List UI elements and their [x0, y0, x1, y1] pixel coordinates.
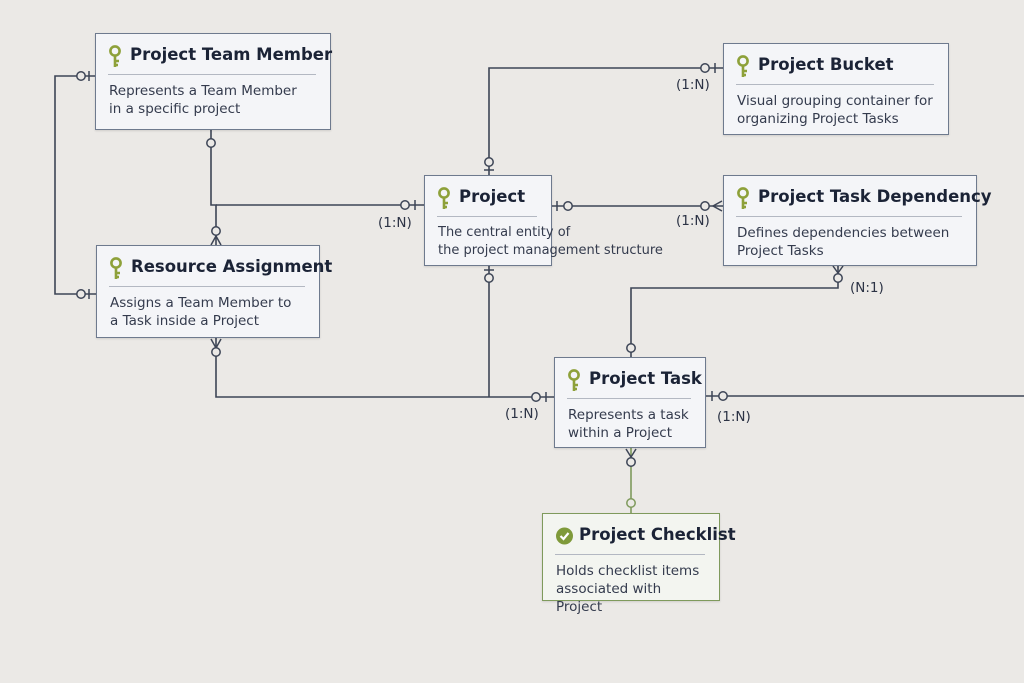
- link-dependency-task: [630, 266, 839, 358]
- link-team-member-resource: [210, 130, 217, 246]
- entity-description: Defines dependencies between Project Tas…: [737, 225, 950, 259]
- divider: [108, 74, 316, 75]
- entity-project-bucket[interactable]: Project Bucket Visual grouping container…: [723, 43, 949, 135]
- cardinality-task-right: (1:N): [717, 409, 751, 425]
- entity-project[interactable]: Project The central entity of the projec…: [424, 175, 663, 266]
- entity-description: Represents a task within a Project: [568, 407, 689, 441]
- cardinality-bucket: (1:N): [676, 77, 710, 93]
- entity-title: Project Task Dependency: [758, 187, 992, 206]
- cardinality-dependency-task: (N:1): [850, 280, 884, 296]
- key-icon: [737, 55, 749, 77]
- key-icon: [737, 187, 749, 209]
- divider: [437, 216, 537, 217]
- key-icon: [568, 369, 580, 391]
- divider: [567, 398, 691, 399]
- link-project-bucket: [488, 67, 724, 175]
- entity-description: The central entity of the project manage…: [438, 225, 663, 258]
- divider: [736, 216, 962, 217]
- check-circle-icon: [556, 527, 573, 545]
- entity-title: Project Task: [589, 369, 702, 388]
- entity-project-task-dependency[interactable]: Project Task Dependency Defines dependen…: [723, 175, 992, 266]
- entity-description: Assigns a Team Member to a Task inside a…: [110, 295, 292, 329]
- cardinality-task-left: (1:N): [505, 406, 539, 422]
- link-team-member-resource-loop: [54, 75, 96, 295]
- entity-resource-assignment[interactable]: Resource Assignment Assigns a Team Membe…: [96, 245, 332, 338]
- entity-description: Holds checklist items associated with Pr…: [556, 563, 700, 615]
- cardinality-dependency: (1:N): [676, 213, 710, 229]
- entity-title: Project Checklist: [579, 525, 736, 544]
- key-icon: [438, 187, 450, 209]
- cardinality-project-left: (1:N): [378, 215, 412, 231]
- link-resource-task: [215, 338, 555, 398]
- entity-project-team-member[interactable]: Project Team Member Represents a Team Me…: [95, 33, 333, 130]
- entity-project-task[interactable]: Project Task Represents a task within a …: [554, 357, 706, 448]
- entity-description: Visual grouping container for organizing…: [737, 93, 933, 127]
- divider: [736, 84, 934, 85]
- entity-project-checklist[interactable]: Project Checklist Holds checklist items …: [542, 513, 736, 615]
- entity-title: Project Team Member: [130, 45, 333, 64]
- entity-title: Project Bucket: [758, 55, 894, 74]
- entity-description: Represents a Team Member in a specific p…: [109, 83, 297, 117]
- key-icon: [110, 257, 122, 279]
- key-icon: [109, 45, 121, 67]
- divider: [109, 286, 305, 287]
- entity-title: Project: [459, 187, 526, 206]
- divider: [555, 554, 705, 555]
- entity-title: Resource Assignment: [131, 257, 333, 276]
